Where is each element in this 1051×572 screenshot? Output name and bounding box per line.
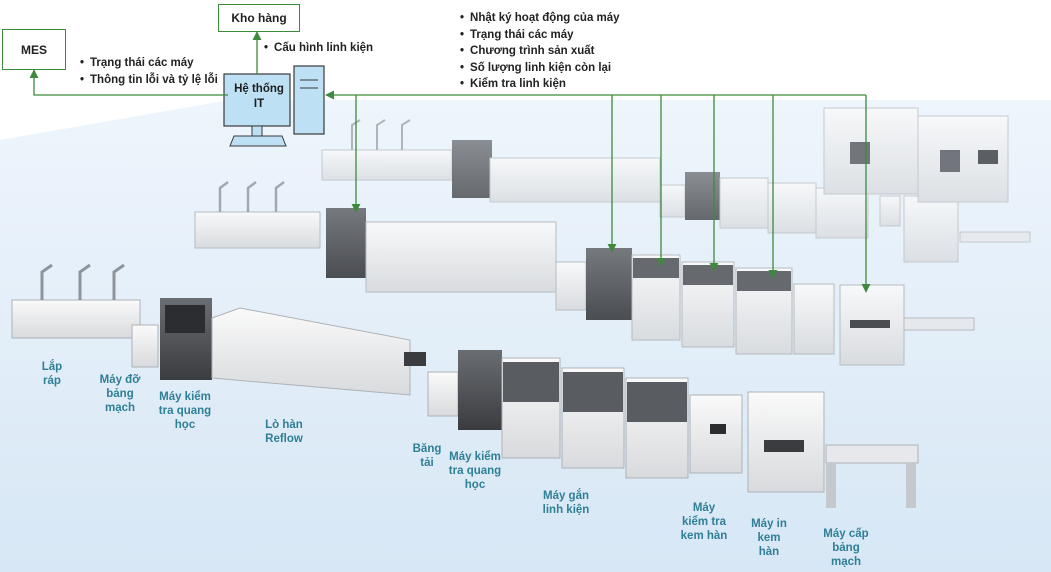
station-label-printer: Máy in kem hàn bbox=[751, 518, 787, 558]
mes-box: MES bbox=[2, 29, 66, 70]
station-label-conveyor: Băng tải bbox=[412, 443, 442, 469]
station-label-reflow: Lò hàn Reflow bbox=[265, 419, 303, 445]
it-computer-graphic bbox=[223, 65, 325, 147]
machine-info-item: Chương trình sản xuất bbox=[460, 43, 620, 60]
line-front bbox=[11, 263, 919, 508]
mes-info-item: Thông tin lỗi và tỷ lệ lỗi bbox=[80, 72, 218, 89]
station-label-assembly: Lắp ráp bbox=[41, 361, 63, 387]
machine-info-item: Số lượng linh kiện còn lại bbox=[460, 60, 620, 77]
station-label-pick-place: Máy gắn linh kiện bbox=[542, 490, 590, 516]
station-label-loader: Máy cấp bảng mạch bbox=[823, 528, 869, 568]
station-label-aoi-1: Máy kiểm tra quang học bbox=[158, 391, 212, 431]
warehouse-info-list: Cấu hình linh kiện bbox=[264, 40, 373, 57]
mes-info-list: Trạng thái các máy Thông tin lỗi và tỷ l… bbox=[80, 55, 218, 88]
machine-info-item: Kiểm tra linh kiện bbox=[460, 76, 620, 93]
machine-info-item: Trạng thái các máy bbox=[460, 27, 620, 44]
data-connectors bbox=[29, 31, 871, 293]
line-back bbox=[321, 107, 1031, 263]
it-system-label: Hệ thống IT bbox=[234, 83, 284, 110]
warehouse-box: Kho hàng bbox=[218, 4, 300, 32]
warehouse-info-item: Cấu hình linh kiện bbox=[264, 40, 373, 57]
station-label-spi: Máy kiểm tra kem hàn bbox=[680, 502, 728, 542]
station-label-aoi-2: Máy kiểm tra quang học bbox=[448, 451, 502, 491]
machine-info-list: Nhật ký hoạt động của máy Trạng thái các… bbox=[460, 10, 620, 93]
line-middle bbox=[194, 181, 975, 366]
machine-info-item: Nhật ký hoạt động của máy bbox=[460, 10, 620, 27]
station-label-board-support: Máy đỡ bảng mạch bbox=[99, 374, 141, 414]
mes-info-item: Trạng thái các máy bbox=[80, 55, 218, 72]
